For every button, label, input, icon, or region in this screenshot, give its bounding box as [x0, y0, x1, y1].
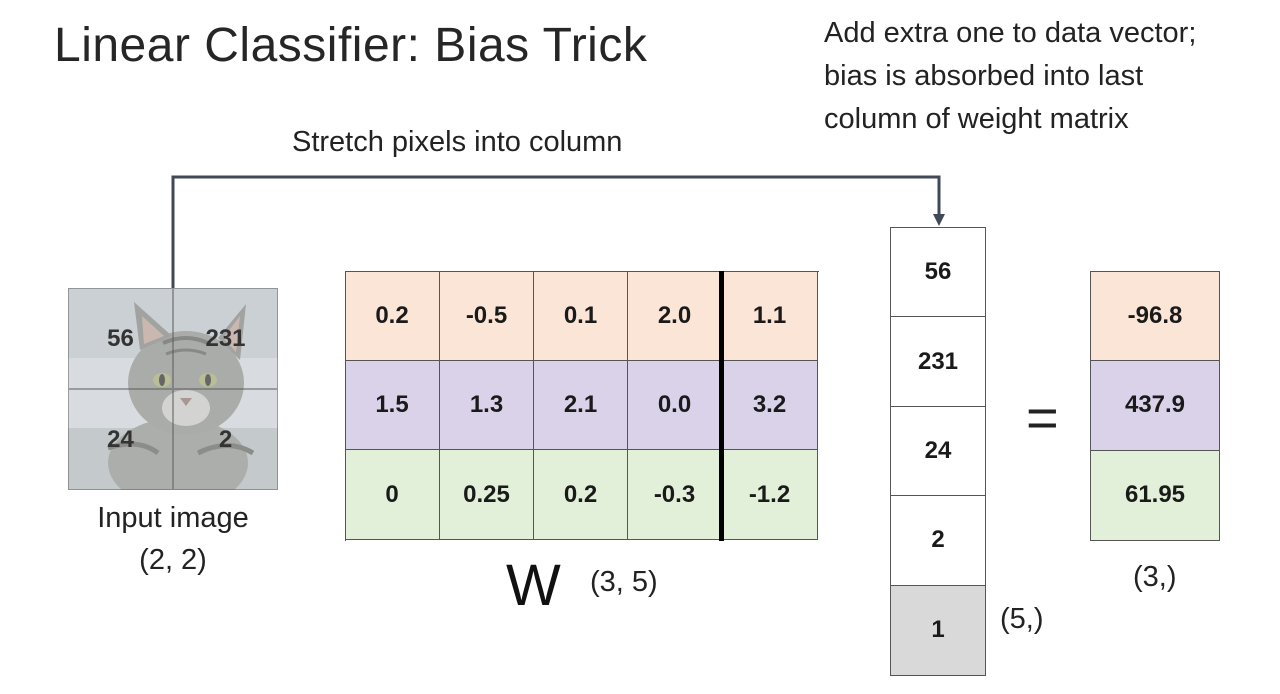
data-vector: 56 231 24 2 1 — [890, 227, 986, 676]
weight-matrix-label: W — [506, 553, 561, 618]
pixel-value: 24 — [68, 389, 173, 490]
bias-note-line: column of weight matrix — [824, 103, 1129, 135]
bias-note: Add extra one to data vector; bias is ab… — [824, 12, 1196, 141]
weight-cell: 1.5 — [345, 361, 440, 450]
input-image-shape: (2, 2) — [139, 544, 207, 576]
bias-cell: -1.2 — [722, 450, 818, 540]
pixel-value: 56 — [68, 288, 173, 389]
result-cell: 61.95 — [1091, 450, 1219, 540]
slide-title: Linear Classifier: Bias Trick — [54, 19, 648, 72]
result-cell: -96.8 — [1091, 272, 1219, 362]
vector-cell: 24 — [891, 406, 985, 497]
equals-sign: = — [1026, 386, 1059, 449]
weight-cell: 0 — [345, 450, 440, 540]
weight-matrix: 0.2 -0.5 0.1 2.0 1.1 1.5 1.3 2.1 0.0 3.2… — [345, 271, 818, 540]
vector-bias-one-cell: 1 — [891, 585, 985, 675]
vector-cell: 2 — [891, 496, 985, 586]
bias-cell: 1.1 — [722, 271, 818, 361]
weight-cell: -0.3 — [628, 450, 722, 540]
data-vector-shape: (5,) — [1000, 603, 1044, 635]
weight-cell: 0.2 — [534, 450, 628, 540]
weight-cell: 0.1 — [534, 271, 628, 361]
input-image: 56 231 24 2 — [68, 288, 278, 490]
bias-cell: 3.2 — [722, 361, 818, 450]
pixel-value: 231 — [173, 288, 278, 389]
pixel-value: 2 — [173, 389, 278, 490]
weight-cell: 2.1 — [534, 361, 628, 450]
weight-cell: 0.2 — [345, 271, 440, 361]
bias-note-line: bias is absorbed into last — [824, 60, 1144, 92]
weight-cell: 0.25 — [440, 450, 534, 540]
stretch-arrow-head — [933, 214, 945, 226]
result-vector-shape: (3,) — [1133, 561, 1177, 593]
bias-column-divider — [719, 271, 724, 541]
vector-cell: 56 — [891, 228, 985, 318]
bias-note-line: Add extra one to data vector; — [824, 17, 1197, 49]
weight-matrix-shape: (3, 5) — [590, 566, 658, 598]
weight-cell: -0.5 — [440, 271, 534, 361]
stretch-arrow-line — [171, 175, 941, 288]
result-vector: -96.8 437.9 61.95 — [1090, 271, 1220, 541]
weight-cell: 0.0 — [628, 361, 722, 450]
result-cell: 437.9 — [1091, 361, 1219, 451]
weight-cell: 1.3 — [440, 361, 534, 450]
vector-cell: 231 — [891, 317, 985, 407]
weight-cell: 2.0 — [628, 271, 722, 361]
pixel-grid: 56 231 24 2 — [68, 288, 278, 490]
input-image-caption: Input image — [97, 502, 249, 534]
stretch-label: Stretch pixels into column — [292, 126, 623, 158]
